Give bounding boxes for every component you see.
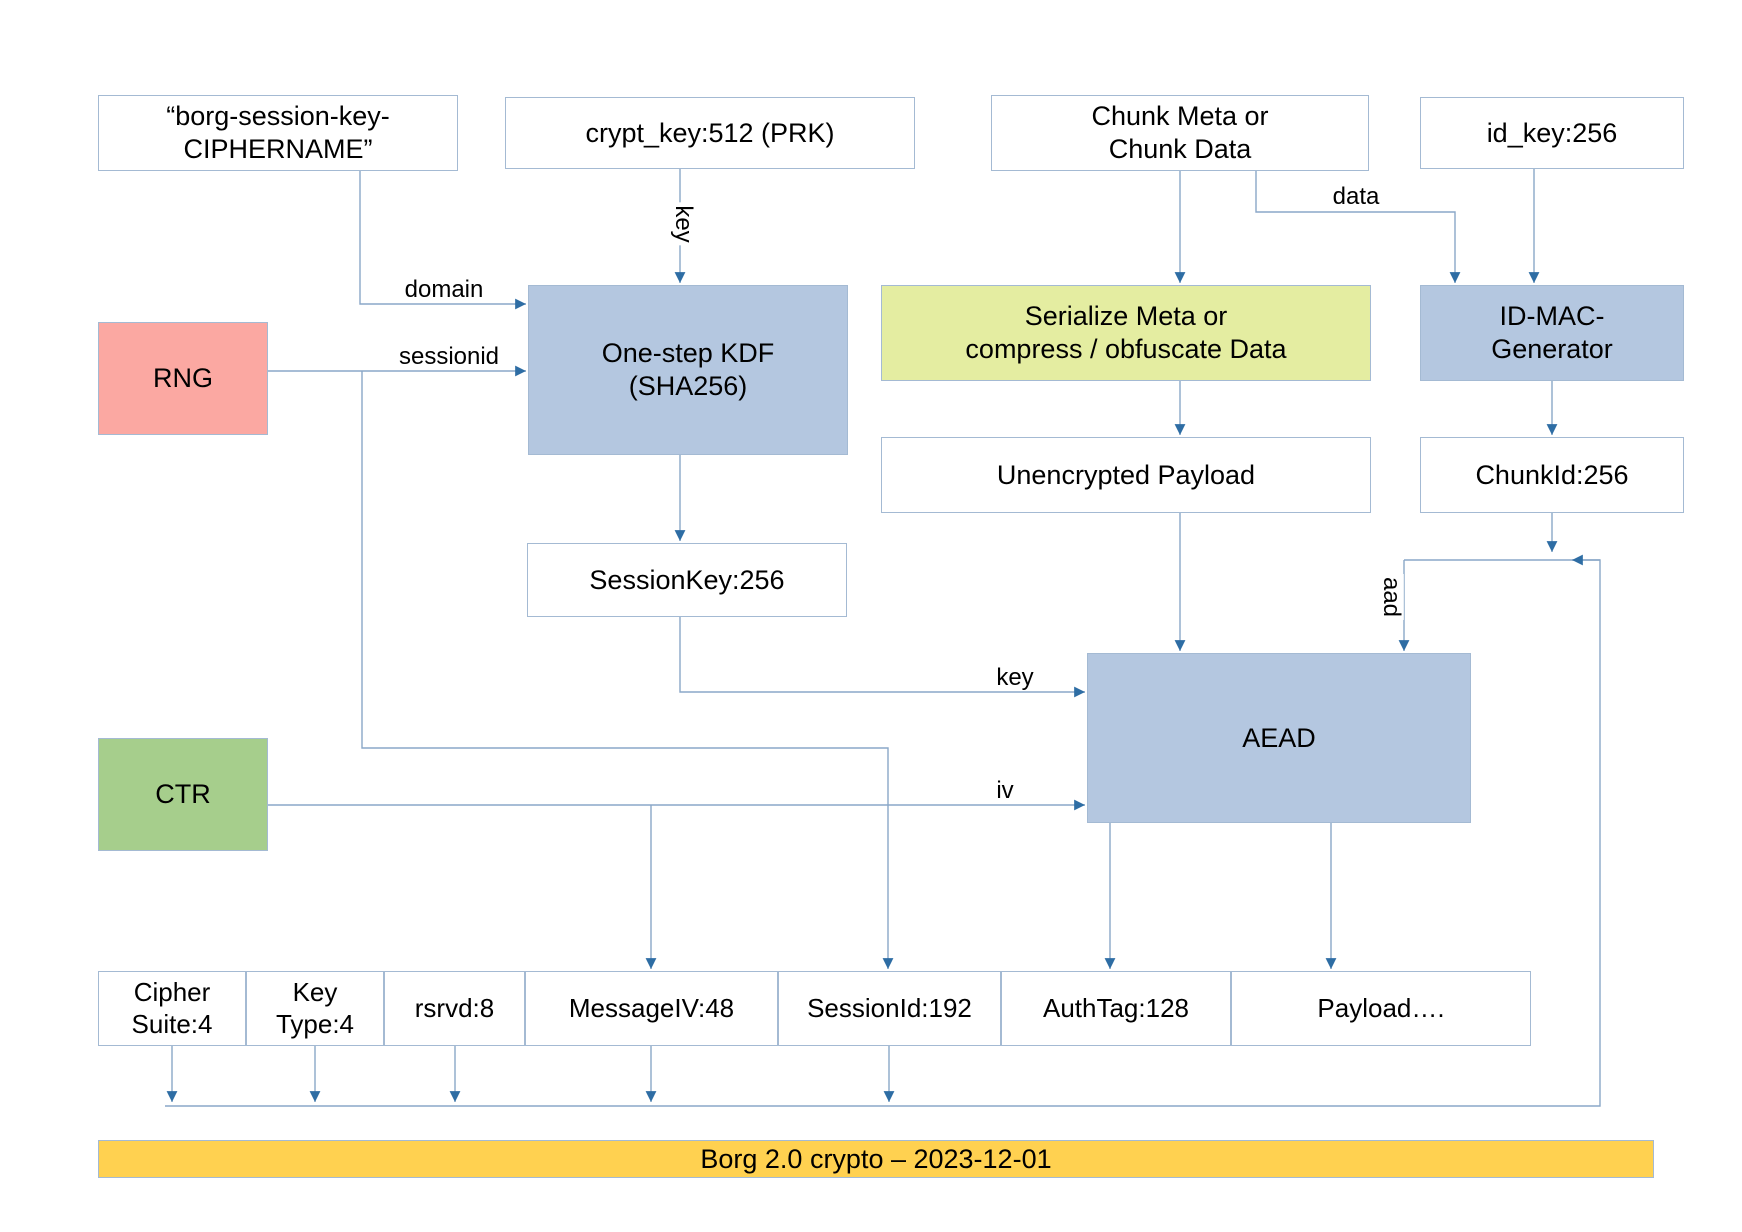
id-key-node: id_key:256 bbox=[1420, 97, 1684, 169]
field-auth-tag: AuthTag:128 bbox=[1001, 971, 1231, 1046]
wire-sessionkey-to-aead bbox=[679, 617, 1085, 698]
chunk-input-node: Chunk Meta or Chunk Data bbox=[991, 95, 1369, 171]
serialize-node: Serialize Meta or compress / obfuscate D… bbox=[881, 285, 1371, 381]
chunk-id-node: ChunkId:256 bbox=[1420, 437, 1684, 513]
id-mac-generator-node: ID-MAC- Generator bbox=[1420, 285, 1684, 381]
wire-aad-feedback bbox=[165, 559, 1601, 1107]
field-message-iv: MessageIV:48 bbox=[525, 971, 778, 1046]
borg-session-key-node: “borg-session-key- CIPHERNAME” bbox=[98, 95, 458, 171]
footer-title-bar: Borg 2.0 crypto – 2023-12-01 bbox=[98, 1140, 1654, 1178]
sessionid-wire-label: sessionid bbox=[395, 343, 503, 371]
aead-key-wire-label: key bbox=[993, 664, 1037, 692]
domain-wire-label: domain bbox=[401, 276, 487, 304]
crypt-key-node: crypt_key:512 (PRK) bbox=[505, 97, 915, 169]
kdf-node: One-step KDF (SHA256) bbox=[528, 285, 848, 455]
field-payload: Payload…. bbox=[1231, 971, 1531, 1046]
field-cipher-suite: Cipher Suite:4 bbox=[98, 971, 246, 1046]
data-wire-label: data bbox=[1329, 183, 1383, 211]
field-rsrvd: rsrvd:8 bbox=[384, 971, 525, 1046]
iv-wire-label: iv bbox=[993, 777, 1017, 805]
session-key-node: SessionKey:256 bbox=[527, 543, 847, 617]
field-key-type: Key Type:4 bbox=[246, 971, 384, 1046]
unencrypted-payload-node: Unencrypted Payload bbox=[881, 437, 1371, 513]
aead-node: AEAD bbox=[1087, 653, 1471, 823]
wire-data-to-idmac bbox=[1255, 171, 1461, 283]
aad-wire-label: aad bbox=[1377, 573, 1405, 621]
wire-domain bbox=[359, 171, 526, 310]
rng-node: RNG bbox=[98, 322, 268, 435]
wire-sessionid-to-field bbox=[361, 371, 894, 969]
kdf-key-wire-label: key bbox=[669, 202, 697, 246]
ctr-node: CTR bbox=[98, 738, 268, 851]
field-session-id: SessionId:192 bbox=[778, 971, 1001, 1046]
